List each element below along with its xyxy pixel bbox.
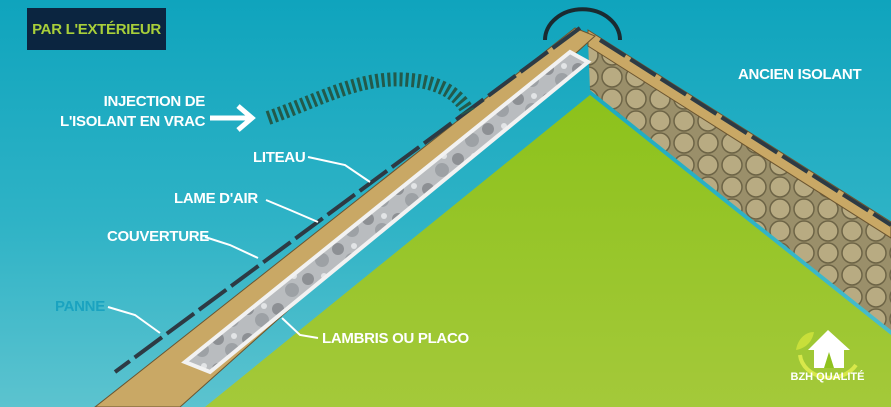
arrow-right-icon <box>210 104 256 132</box>
label-lambris: LAMBRIS OU PLACO <box>322 330 469 347</box>
label-panne: PANNE <box>55 298 105 315</box>
right-tiles <box>598 38 891 227</box>
logo-name: BZH QUALITÉ <box>790 371 865 383</box>
label-lame-air: LAME D'AIR <box>174 190 258 207</box>
ridge-arrow-icon <box>543 7 622 41</box>
logo-house-icon <box>796 330 858 380</box>
left-rafter <box>94 27 596 407</box>
interior-space <box>205 95 891 407</box>
old-insulation <box>588 40 891 330</box>
label-liteau: LITEAU <box>253 149 306 166</box>
label-couverture: COUVERTURE <box>107 228 210 245</box>
section-title: PAR L'EXTÉRIEUR <box>27 8 166 50</box>
leader-lines <box>107 156 371 339</box>
bulk-insulation <box>181 49 592 375</box>
injection-hose <box>265 72 475 125</box>
label-ancien-isolant: ANCIEN ISOLANT <box>738 66 862 83</box>
roof-covering <box>113 26 582 374</box>
